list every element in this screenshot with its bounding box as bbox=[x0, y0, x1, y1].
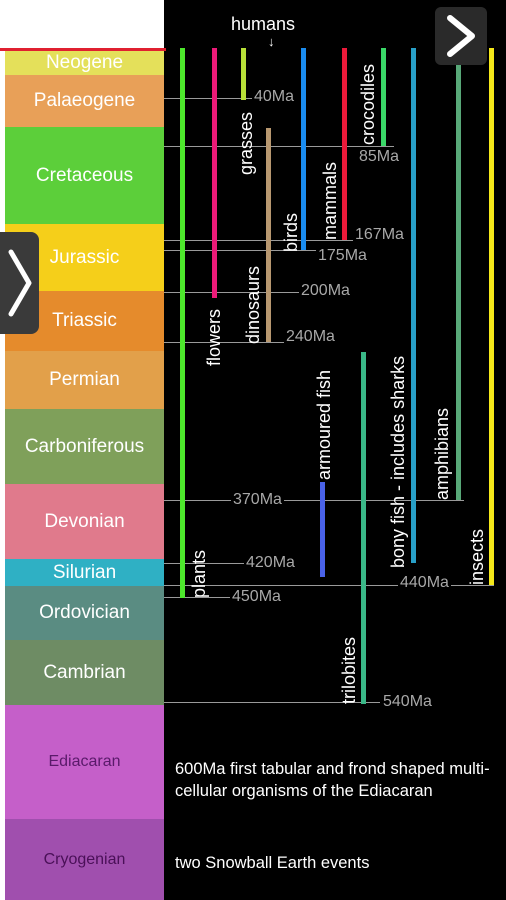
label-dinosaurs: dinosaurs bbox=[243, 265, 263, 344]
period-cambrian[interactable]: Cambrian bbox=[5, 640, 164, 705]
next-button[interactable] bbox=[435, 7, 487, 65]
label-mammals: mammals bbox=[320, 161, 340, 240]
label-insects: insects bbox=[467, 528, 487, 585]
period-carboniferous[interactable]: Carboniferous bbox=[5, 409, 164, 484]
period-label: Carboniferous bbox=[24, 435, 145, 457]
age-line-167 bbox=[164, 240, 354, 241]
timeline-canvas bbox=[164, 0, 506, 900]
bar-grasses[interactable] bbox=[241, 48, 246, 100]
age-label-200: 200Ma bbox=[299, 282, 352, 300]
label-trilobites: trilobites bbox=[339, 636, 359, 704]
period-ordovician[interactable]: Ordovician bbox=[5, 586, 164, 640]
age-line-370 bbox=[164, 500, 464, 501]
age-line-200 bbox=[164, 292, 299, 293]
bar-flowers[interactable] bbox=[212, 48, 217, 298]
humans-arrow-icon: ↓ bbox=[268, 34, 275, 49]
period-palaeogene[interactable]: Palaeogene bbox=[5, 75, 164, 127]
period-permian[interactable]: Permian bbox=[5, 351, 164, 409]
age-label-85: 85Ma bbox=[357, 148, 402, 166]
age-label-450: 450Ma bbox=[230, 588, 283, 606]
period-label: Cryogenian bbox=[43, 850, 126, 868]
bar-mammals[interactable] bbox=[342, 48, 347, 240]
period-label: Palaeogene bbox=[33, 90, 136, 111]
bar-crocodiles[interactable] bbox=[381, 48, 386, 146]
chevron-right-icon bbox=[447, 15, 475, 57]
bar-insects[interactable] bbox=[489, 48, 494, 585]
bar-amphibians[interactable] bbox=[456, 48, 461, 500]
period-cryogenian[interactable]: Cryogenian bbox=[5, 819, 164, 900]
chevron-right-icon bbox=[8, 249, 31, 317]
age-label-40: 40Ma bbox=[252, 88, 297, 106]
label-bony-fish: bony fish - includes sharks bbox=[388, 355, 408, 568]
label-plants: plants bbox=[189, 549, 209, 598]
age-label-420: 420Ma bbox=[244, 554, 297, 572]
period-label: Devonian bbox=[44, 510, 125, 532]
label-flowers: flowers bbox=[204, 308, 224, 366]
note-ediacaran: 600Ma first tabular and frond shaped mul… bbox=[175, 760, 490, 800]
drawer-toggle-button[interactable] bbox=[0, 232, 39, 334]
age-label-167: 167Ma bbox=[353, 226, 406, 244]
note-cryogenian: two Snowball Earth events bbox=[175, 854, 370, 872]
label-amphibians: amphibians bbox=[432, 407, 452, 500]
period-label: Jurassic bbox=[49, 246, 120, 268]
age-line-450 bbox=[164, 597, 230, 598]
period-label: Triassic bbox=[52, 310, 117, 331]
age-label-240: 240Ma bbox=[284, 328, 337, 346]
period-ediacaran[interactable]: Ediacaran bbox=[5, 705, 164, 819]
period-label: Ordovician bbox=[39, 602, 130, 623]
period-label: Ediacaran bbox=[48, 753, 121, 770]
bar-plants[interactable] bbox=[180, 48, 185, 598]
bar-bony-fish[interactable] bbox=[411, 48, 416, 563]
age-label-540: 540Ma bbox=[381, 693, 434, 711]
period-label: Cambrian bbox=[43, 661, 126, 683]
age-label-370: 370Ma bbox=[231, 491, 284, 509]
age-label-440: 440Ma bbox=[398, 574, 451, 592]
bar-birds[interactable] bbox=[301, 48, 306, 250]
period-neogene[interactable]: Neogene bbox=[5, 51, 164, 75]
period-label: Neogene bbox=[45, 52, 124, 73]
label-grasses: grasses bbox=[236, 111, 256, 175]
label-crocodiles: crocodiles bbox=[358, 63, 378, 145]
period-label: Cretaceous bbox=[35, 164, 134, 186]
age-line-540 bbox=[164, 702, 380, 703]
age-line-40 bbox=[164, 98, 254, 99]
age-line-175 bbox=[164, 250, 319, 251]
bar-trilobites[interactable] bbox=[361, 352, 366, 704]
period-cretaceous[interactable]: Cretaceous bbox=[5, 127, 164, 224]
period-silurian[interactable]: Silurian bbox=[5, 559, 164, 586]
label-birds: birds bbox=[281, 212, 301, 252]
period-devonian[interactable]: Devonian bbox=[5, 484, 164, 559]
age-label-175: 175Ma bbox=[316, 247, 369, 265]
age-line-420 bbox=[164, 563, 244, 564]
humans-label: humans bbox=[231, 14, 296, 34]
top-red-line bbox=[0, 48, 166, 51]
age-line-85 bbox=[164, 146, 394, 147]
age-line-240 bbox=[164, 342, 284, 343]
period-label: Permian bbox=[49, 369, 120, 390]
period-label: Silurian bbox=[52, 561, 117, 583]
bar-armoured-fish[interactable] bbox=[320, 482, 325, 577]
age-line-440 bbox=[164, 585, 494, 586]
left-edge bbox=[0, 0, 5, 900]
label-armoured-fish: armoured fish bbox=[314, 369, 334, 480]
bar-dinosaurs[interactable] bbox=[266, 128, 271, 342]
